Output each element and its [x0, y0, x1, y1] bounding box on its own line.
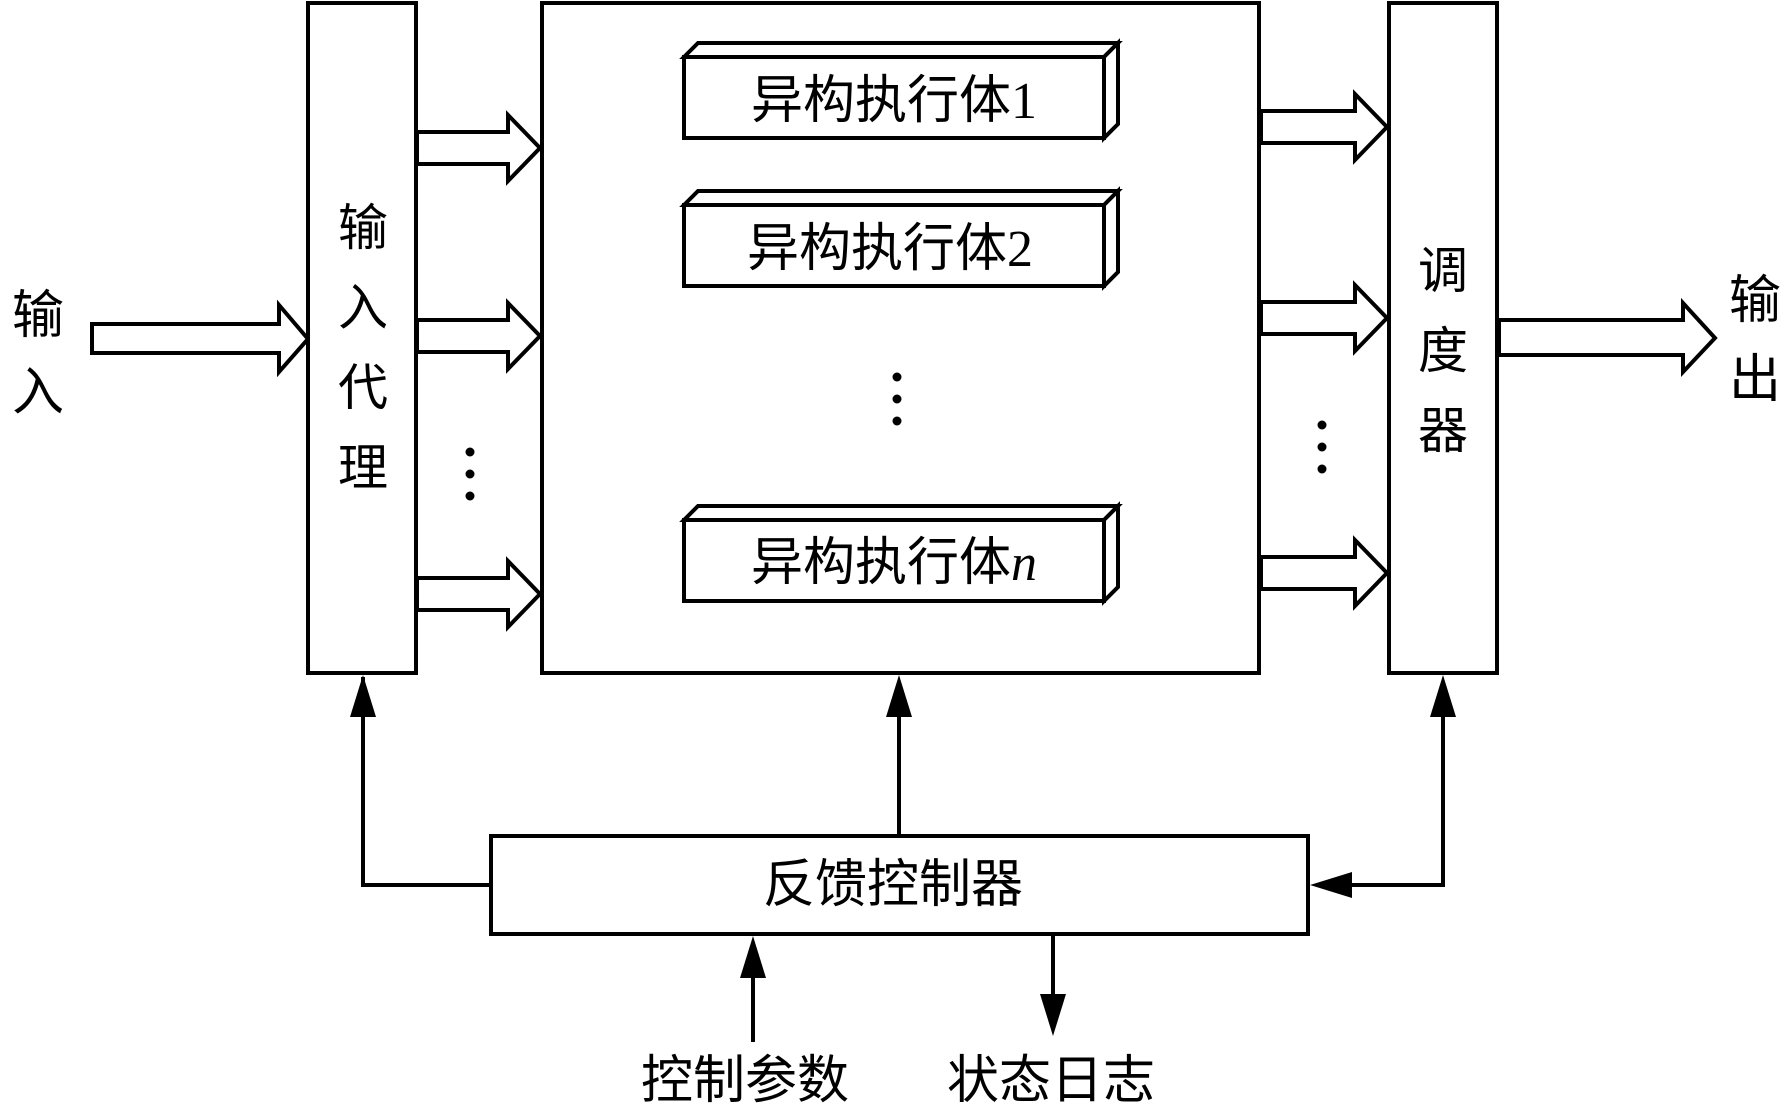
feedback-scheduler-line [1336, 700, 1445, 887]
feedback-to-proxy-line [361, 677, 491, 887]
executor-ellipsis [892, 372, 902, 426]
output-label: 输 出 [1729, 271, 1781, 410]
control-params-arrowhead [740, 936, 766, 978]
executor-1-label-text: 异构执行体 [751, 71, 1011, 131]
input-proxy-label-char-4: 理 [338, 439, 388, 497]
scheduler-label-char-3: 器 [1418, 402, 1468, 460]
executor-2-label: 异构执行体2 [747, 219, 1033, 279]
executor-2-index: 2 [1007, 221, 1033, 278]
scheduler-ellipsis [1317, 420, 1327, 474]
executor-2: 异构执行体2 [679, 186, 1123, 291]
proxy-to-pool-arrow-1 [415, 110, 543, 186]
scheduler-label-char-2: 度 [1418, 322, 1468, 380]
proxy-to-pool-arrow-2 [415, 298, 543, 374]
executor-1-label: 异构执行体1 [751, 71, 1037, 131]
scheduler-box: 调 度 器 [1387, 1, 1499, 675]
pool-to-scheduler-arrow-2 [1259, 280, 1390, 356]
output-label-char-2: 出 [1729, 350, 1781, 410]
executor-n-label: 异构执行体n [751, 533, 1037, 593]
input-proxy-label-char-2: 入 [338, 279, 388, 337]
executor-n: 异构执行体n [679, 501, 1123, 606]
control-params-label: 控制参数 [641, 1051, 849, 1111]
executor-1: 异构执行体1 [679, 38, 1123, 143]
executor-1-index: 1 [1011, 73, 1037, 130]
input-proxy-label-char-3: 代 [338, 359, 388, 417]
scheduler-to-feedback-arrowhead [1310, 872, 1352, 898]
proxy-to-pool-arrow-3 [415, 556, 543, 632]
scheduler-label-char-1: 调 [1418, 242, 1468, 300]
status-log-label: 状态日志 [947, 1051, 1155, 1111]
feedback-controller-label: 反馈控制器 [763, 855, 1023, 915]
pool-to-scheduler-arrow-3 [1259, 535, 1390, 611]
executor-2-label-text: 异构执行体 [747, 219, 1007, 279]
input-label: 输 入 [12, 286, 64, 423]
input-proxy-label-char-1: 输 [338, 199, 388, 257]
input-arrow [90, 299, 311, 378]
status-log-arrowhead [1040, 994, 1066, 1036]
input-label-char-1: 输 [12, 286, 64, 346]
feedback-to-proxy-arrowhead [350, 675, 376, 717]
proxy-ellipsis [465, 447, 475, 501]
output-label-char-1: 输 [1729, 271, 1781, 331]
output-arrow [1497, 297, 1718, 378]
feedback-controller-box: 反馈控制器 [489, 834, 1310, 936]
input-label-char-2: 入 [12, 363, 64, 423]
executor-n-label-text: 异构执行体 [751, 533, 1011, 593]
feedback-to-scheduler-arrowhead [1430, 675, 1456, 717]
feedback-to-pool-arrowhead [886, 675, 912, 717]
input-proxy-box: 输 入 代 理 [306, 1, 418, 675]
pool-to-scheduler-arrow-1 [1259, 89, 1390, 165]
executor-n-index: n [1011, 535, 1037, 592]
